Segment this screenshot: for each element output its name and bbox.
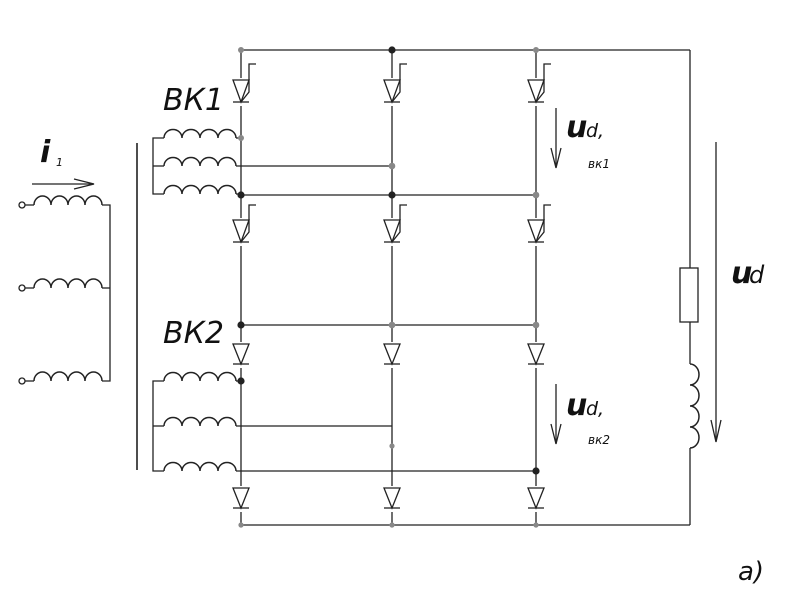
thyristor-6 [527, 204, 551, 246]
secondary-windings-group2 [152, 371, 536, 472]
thyristor-5 [383, 204, 407, 246]
diode-2 [383, 342, 401, 368]
bridge-wiring [240, 49, 690, 526]
thyristor-4 [232, 204, 256, 246]
secondary-windings-group1 [152, 128, 392, 195]
label-ud-group1: u d, вк1 [566, 110, 610, 171]
load-inductor [689, 363, 700, 449]
diode-3 [527, 342, 545, 368]
label-ud-group2-index: вк2 [588, 433, 610, 447]
label-ud-group2-sub: d, [586, 398, 604, 420]
diode-5 [383, 486, 401, 512]
junction-nodes [237, 46, 540, 528]
label-primary-current-main: i [40, 135, 51, 170]
label-ud-group1-sub: d, [586, 120, 604, 142]
label-ud-group2-main: u [566, 388, 587, 423]
label-figure-tag: а) [738, 557, 764, 587]
label-ud-group1-index: вк1 [588, 157, 610, 171]
label-group2: ВК2 [163, 316, 224, 351]
thyristor-2 [383, 63, 407, 106]
load-branch [679, 50, 700, 525]
diode-6 [527, 486, 545, 512]
ud-total-arrow [710, 142, 722, 443]
primary-windings [18, 195, 111, 385]
label-primary-current-sub: 1 [56, 156, 63, 169]
thyristor-3 [527, 63, 551, 106]
label-group1: ВК1 [163, 83, 224, 118]
label-ud-group2: u d, вк2 [566, 388, 610, 447]
diode-4 [232, 486, 250, 512]
label-primary-current: i 1 [40, 135, 63, 170]
primary-current-arrow [32, 178, 95, 190]
ud-group1-arrow [550, 108, 562, 169]
thyristor-1 [232, 63, 256, 106]
load-resistor [679, 267, 699, 323]
label-ud-total-sub: d [749, 261, 765, 289]
diode-1 [232, 342, 250, 368]
label-ud-total-main: u [731, 256, 752, 291]
label-ud-total: u d [731, 256, 765, 291]
ud-group2-arrow [550, 384, 562, 445]
label-ud-group1-main: u [566, 110, 587, 145]
